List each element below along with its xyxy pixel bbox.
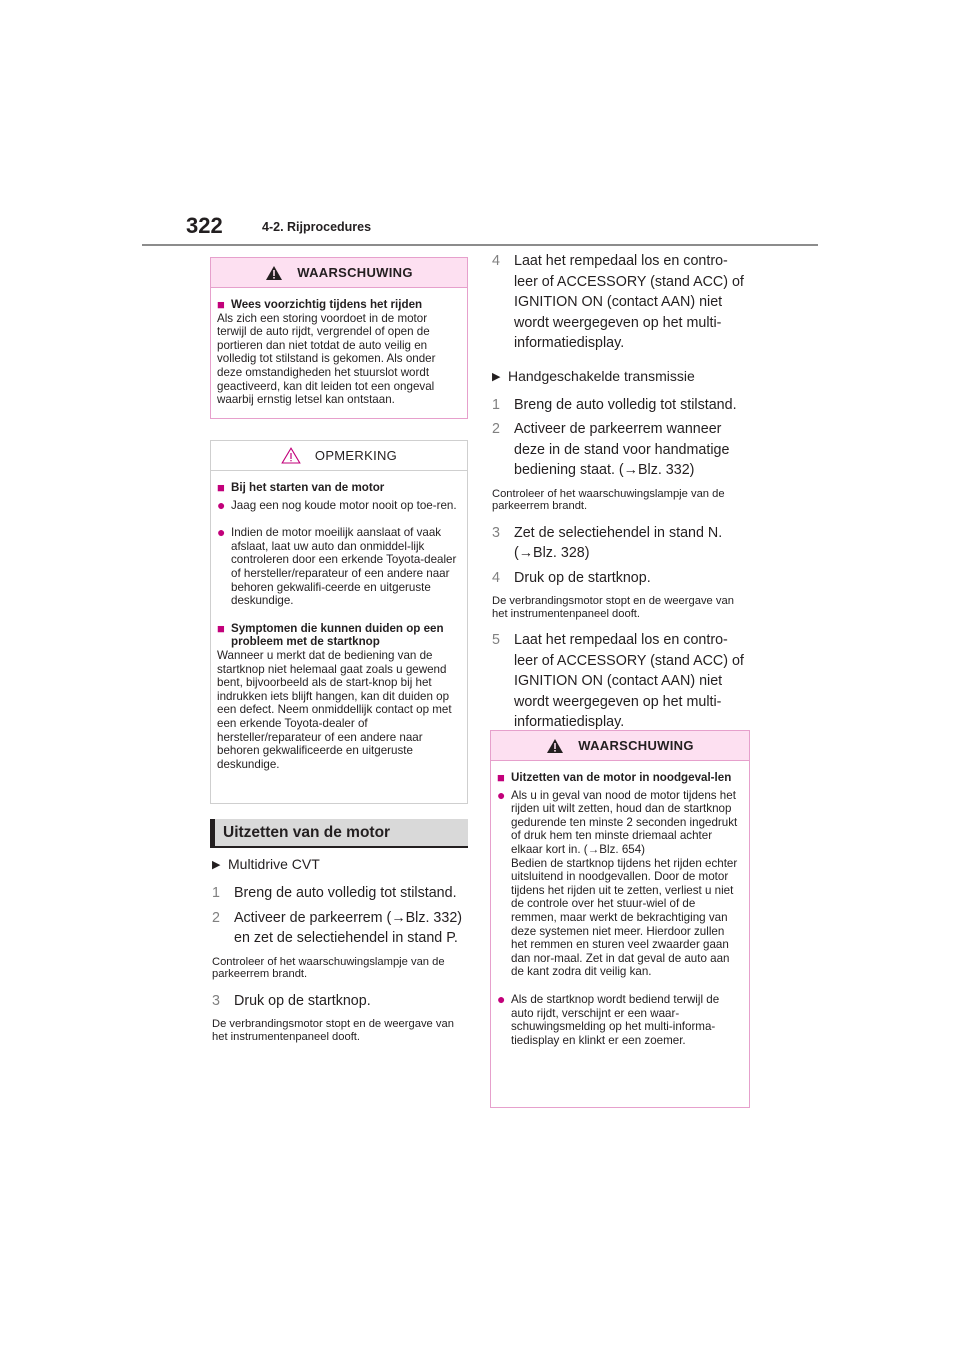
arrow-right-icon: ▶ [492,370,501,383]
warning-title: WAARSCHUWING [578,738,694,753]
mode-label-manual: ▶Handgeschakelde transmissie [492,367,695,384]
bullet-dot-icon: ● [217,524,226,541]
step-note: De verbrandingsmotor stopt en de weergav… [492,595,734,620]
bullet-dot-icon: ● [497,786,506,803]
header-rule [142,244,818,246]
square-marker-icon: ■ [497,770,505,785]
mode-label-cvt: ▶Multidrive CVT [212,856,320,872]
step-note: Controleer of het waarschuwingslampje va… [212,955,445,981]
warning-box-header: WAARSCHUWING [211,258,467,288]
warning-box-driving: WAARSCHUWING ■Wees voorzichtig tijdens h… [210,257,468,419]
arrow-right-icon: ▶ [212,859,221,871]
bullet-dot-icon: ● [497,990,506,1007]
step-note: Controleer of het waarschuwingslampje va… [492,487,725,513]
square-marker-icon: ■ [217,480,225,495]
warning-bullet: ●Als u in geval van nood de motor tijden… [497,786,738,979]
section-title: 4-2. Rijprocedures [262,220,372,234]
note-bullet: ●Indien de motor moeilijk aanslaat of va… [217,524,457,608]
note-box-starting: OPMERKING ■Bij het starten van de motor … [210,440,468,804]
page-number: 322 [186,213,223,238]
note-heading-start: ■Bij het starten van de motor [217,480,385,495]
step-note: De verbrandingsmotor stopt en de weergav… [212,1018,454,1043]
warning-heading: ■Uitzetten van de motor in noodgeval-len [497,770,732,785]
square-marker-icon: ■ [217,297,225,312]
warning-box-emergency: WAARSCHUWING ■Uitzetten van de motor in … [490,730,750,1108]
warning-box-header: WAARSCHUWING [491,731,749,761]
warning-heading: ■Wees voorzichtig tijdens het rijden [217,297,423,312]
note-box-header: OPMERKING [211,441,467,471]
section-heading: Uitzetten van de motor [210,819,468,848]
note-bullet: ●Jaag een nog koude motor nooit op toe-r… [217,496,457,513]
square-marker-icon: ■ [217,620,225,636]
bullet-dot-icon: ● [217,496,226,513]
note-title: OPMERKING [314,448,398,463]
warning-triangle-icon [266,265,283,280]
caution-triangle-icon [281,447,301,464]
warning-text: Als zich een storing voordoet in de moto… [217,311,436,407]
warning-bullet: ●Als de startknop wordt bediend terwijl … [497,990,720,1047]
note-heading-symptoms: ■Symptomen die kunnen duiden op een prob… [217,620,444,649]
warning-title: WAARSCHUWING [297,265,413,280]
note-text: Wanneer u merkt dat de bediening van de … [217,648,452,771]
warning-triangle-icon [547,738,564,753]
